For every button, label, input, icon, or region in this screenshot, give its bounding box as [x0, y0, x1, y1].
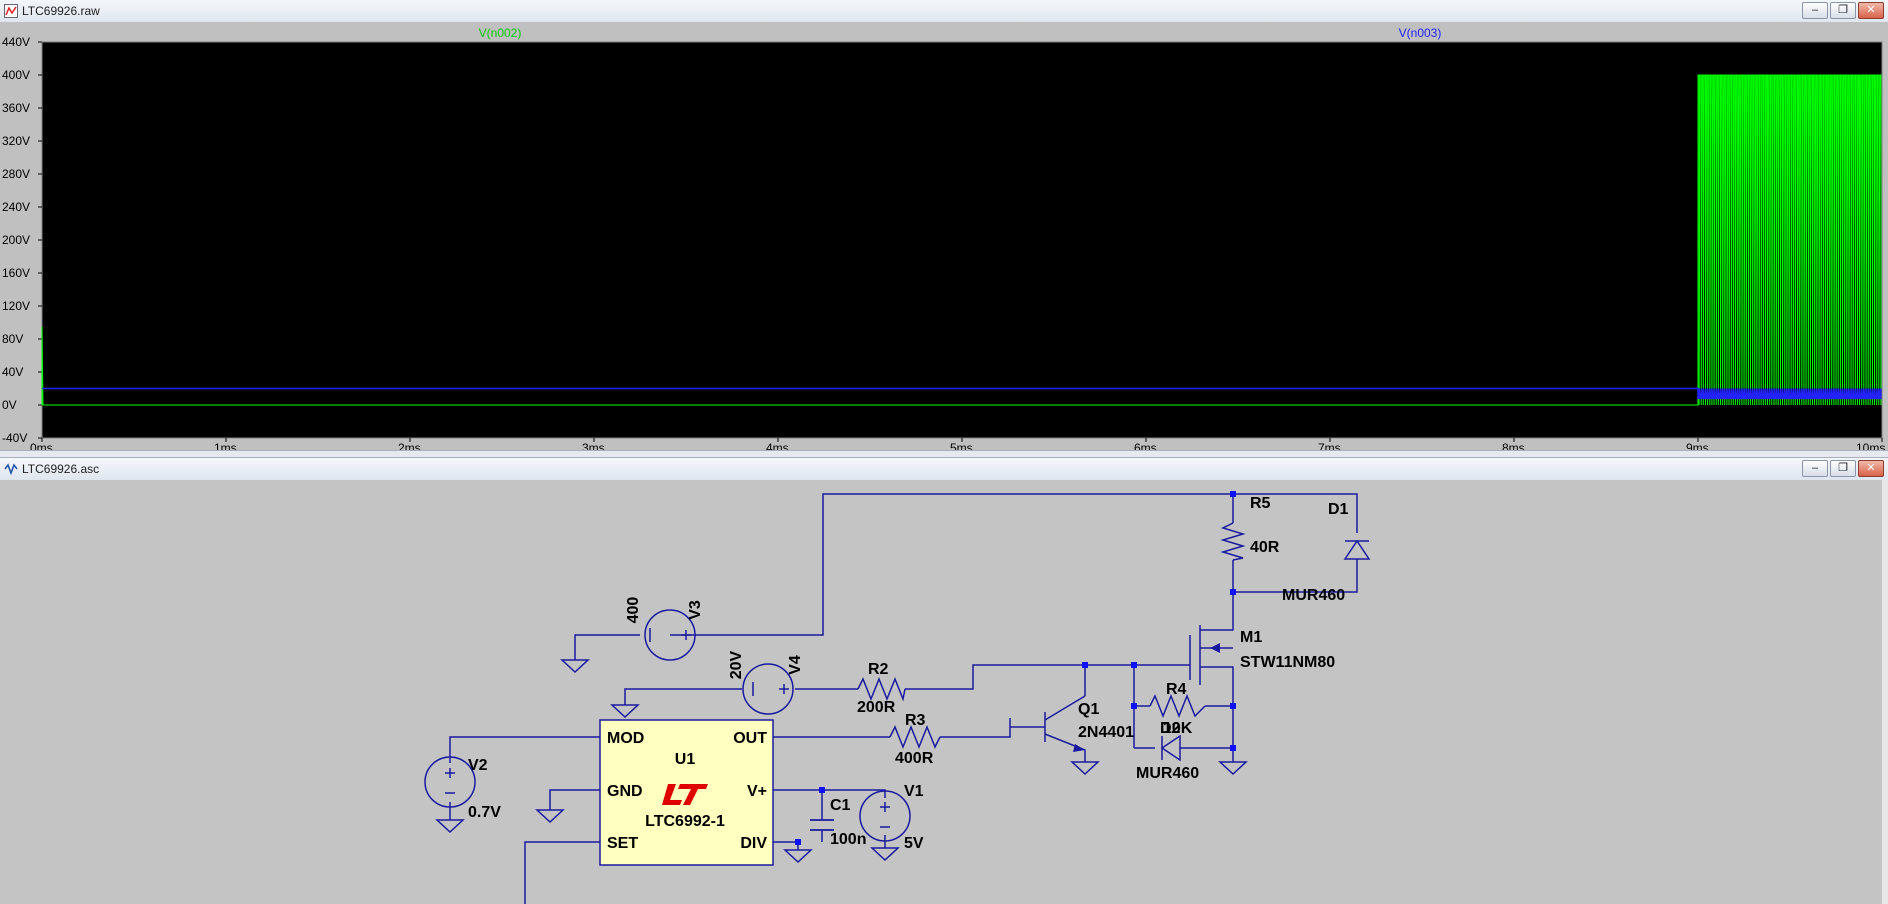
y-tick-label: 440V: [2, 35, 30, 49]
x-tick-label: 4ms: [766, 441, 789, 450]
x-tick-label: 1ms: [214, 441, 237, 450]
resistor-r5[interactable]: [1220, 522, 1246, 561]
schematic-window-title: LTC69926.asc: [22, 462, 100, 476]
x-tick-label: 5ms: [950, 441, 973, 450]
ic-u1[interactable]: [599, 719, 774, 866]
schematic-titlebar[interactable]: LTC69926.asc – ❐ ✕: [0, 458, 1888, 481]
minimize-button[interactable]: –: [1802, 460, 1828, 477]
voltage-source-v1[interactable]: [859, 790, 911, 842]
r5-name: R5: [1250, 495, 1271, 512]
v3-value: 400: [625, 597, 642, 624]
d2-value: MUR460: [1136, 765, 1199, 782]
close-button[interactable]: ✕: [1858, 2, 1884, 19]
y-tick-label: 360V: [2, 101, 30, 115]
ground-symbols: [435, 659, 1248, 864]
plot-area: [41, 41, 1883, 439]
v1-value: 5V: [904, 835, 924, 852]
transistor-q1[interactable]: [1073, 744, 1085, 752]
v1-name: V1: [904, 783, 924, 800]
y-tick-label: 80V: [2, 332, 23, 346]
d2-name: D2: [1160, 720, 1181, 737]
u1-name: U1: [675, 751, 696, 768]
y-tick-label: 40V: [2, 365, 23, 379]
voltage-source-v2[interactable]: [424, 756, 476, 808]
x-tick-label: 3ms: [582, 441, 605, 450]
v4-name: V4: [787, 655, 804, 675]
pin-set: SET: [607, 835, 638, 852]
diode-d2[interactable]: [1160, 734, 1181, 762]
r5-value: 40R: [1250, 539, 1280, 556]
q1-name: Q1: [1078, 701, 1099, 718]
schematic-background: [0, 480, 1888, 904]
v3-name: V3: [687, 600, 704, 620]
m1-value: STW11NM80: [1240, 654, 1335, 671]
y-tick-label: 120V: [2, 299, 30, 313]
vertical-scrollbar[interactable]: [1882, 480, 1888, 904]
pin-div: DIV: [740, 835, 767, 852]
y-tick-label: 160V: [2, 266, 30, 280]
diode-d1[interactable]: [1343, 539, 1371, 560]
trace-label-v-n002[interactable]: V(n002): [479, 26, 522, 40]
capacitor-c1[interactable]: [810, 819, 834, 831]
voltage-source-v4[interactable]: [742, 663, 794, 715]
trace-v-n003[interactable]: [42, 387, 1882, 400]
u1-part: LTC6992-1: [645, 813, 725, 830]
r2-name: R2: [868, 661, 889, 678]
resistor-r2[interactable]: [857, 676, 906, 702]
pin-vplus: V+: [747, 783, 767, 800]
waveform-window: LTC69926.raw – ❐ ✕ V(n002) V(n003) 440V 4…: [0, 0, 1888, 450]
junction-nodes: [795, 491, 1236, 845]
v2-name: V2: [468, 757, 488, 774]
trace-label-v-n003[interactable]: V(n003): [1399, 26, 1442, 40]
d1-value: MUR460: [1282, 587, 1345, 604]
close-button[interactable]: ✕: [1858, 460, 1884, 477]
d1-name: D1: [1328, 501, 1349, 518]
q1-value: 2N4401: [1078, 724, 1134, 741]
trace-v-n002[interactable]: [41, 74, 1882, 406]
window-separator[interactable]: [0, 450, 1888, 458]
schematic-canvas[interactable]: MOD OUT GND V+ SET DIV U1 LTC6992-1 400 …: [0, 480, 1888, 904]
waveform-plot[interactable]: V(n002) V(n003) 440V 400V 360V 320V 280V 240V…: [0, 22, 1888, 450]
y-tick-label: -40V: [2, 431, 27, 445]
y-tick-label: 200V: [2, 233, 30, 247]
x-tick-label: 9ms: [1686, 441, 1709, 450]
lt-logo-icon: [662, 784, 708, 805]
waveform-window-title: LTC69926.raw: [22, 4, 100, 18]
v4-value: 20V: [728, 650, 745, 679]
y-tick-label: 0V: [2, 398, 17, 412]
pin-out: OUT: [733, 730, 767, 747]
r3-value: 400R: [895, 750, 934, 767]
x-tick-label: 8ms: [1502, 441, 1525, 450]
mosfet-m1[interactable]: [1210, 643, 1220, 653]
x-tick-label: 0ms: [30, 441, 53, 450]
r4-value: 10K: [1163, 720, 1193, 737]
y-tick-label: 280V: [2, 167, 30, 181]
x-tick-label: 10ms: [1856, 441, 1885, 450]
x-tick-label: 6ms: [1134, 441, 1157, 450]
waveform-app-icon: [4, 4, 18, 18]
resistor-r3[interactable]: [889, 724, 941, 750]
resistor-r4[interactable]: [1149, 693, 1206, 719]
r3-name: R3: [905, 712, 926, 729]
r4-name: R4: [1166, 681, 1187, 698]
y-tick-label: 400V: [2, 68, 30, 82]
minimize-button[interactable]: –: [1802, 2, 1828, 19]
c1-value: 100n: [830, 831, 866, 848]
restore-button[interactable]: ❐: [1830, 2, 1856, 19]
c1-name: C1: [830, 797, 851, 814]
y-tick-label: 240V: [2, 200, 30, 214]
x-tick-label: 2ms: [398, 441, 421, 450]
pin-mod: MOD: [607, 730, 644, 747]
pin-gnd: GND: [607, 783, 643, 800]
schematic-app-icon: [4, 463, 18, 476]
x-tick-label: 7ms: [1318, 441, 1341, 450]
r2-value: 200R: [857, 699, 896, 716]
schematic-window: LTC69926.asc – ❐ ✕: [0, 458, 1888, 904]
waveform-titlebar[interactable]: LTC69926.raw – ❐ ✕: [0, 0, 1888, 23]
voltage-source-v3[interactable]: [644, 609, 696, 661]
restore-button[interactable]: ❐: [1830, 460, 1856, 477]
m1-name: M1: [1240, 629, 1262, 646]
y-tick-label: 320V: [2, 134, 30, 148]
v2-value: 0.7V: [468, 804, 501, 821]
